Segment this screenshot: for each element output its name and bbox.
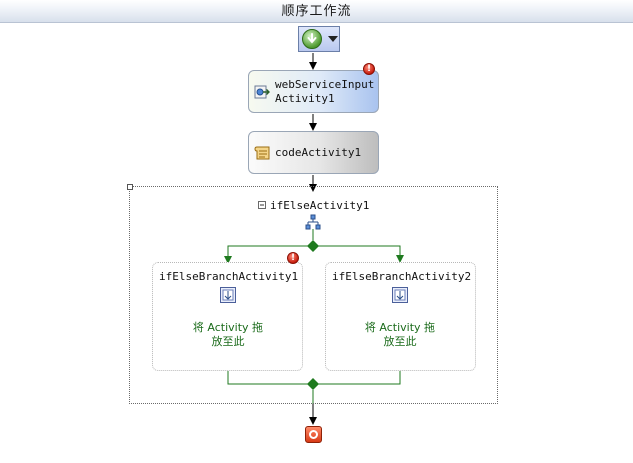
branch-icon xyxy=(220,287,236,303)
ifelse-icon xyxy=(305,214,321,230)
ifelse-container[interactable] xyxy=(129,186,498,404)
webservice-input-icon xyxy=(254,84,270,100)
ifelse-label: ifElseActivity1 xyxy=(270,199,370,212)
code-scroll-icon xyxy=(254,144,270,160)
activity-webservice-label: webServiceInput Activity1 xyxy=(275,78,375,105)
start-arrow-icon xyxy=(302,29,322,49)
activity-code-label: codeActivity1 xyxy=(275,146,362,159)
workflow-title: 顺序工作流 xyxy=(281,4,352,19)
collapse-toggle[interactable] xyxy=(258,201,266,209)
branch-1-label: ifElseBranchActivity1 xyxy=(159,270,299,283)
branch-2-drop-text: 将 Activity 拖 放至此 xyxy=(364,321,436,348)
branch-icon xyxy=(392,287,408,303)
end-icon[interactable] xyxy=(305,426,322,443)
branch-ifelse-2[interactable]: ifElseBranchActivity2 xyxy=(325,262,476,371)
branch-2-label: ifElseBranchActivity2 xyxy=(332,270,472,283)
start-button[interactable] xyxy=(298,26,340,52)
dropdown-arrow-icon[interactable] xyxy=(328,36,338,42)
activity-webservice-input[interactable]: webServiceInput Activity1 xyxy=(248,70,379,113)
selection-handle[interactable] xyxy=(127,184,133,190)
branch-ifelse-1[interactable]: ifElseBranchActivity1 xyxy=(152,262,303,371)
branch-1-drop-text: 将 Activity 拖 放至此 xyxy=(192,321,264,348)
error-icon[interactable]: ! xyxy=(363,63,375,75)
workflow-title-bar: 顺序工作流 xyxy=(0,0,633,23)
activity-code[interactable]: codeActivity1 xyxy=(248,131,379,174)
error-icon[interactable]: ! xyxy=(287,252,299,264)
